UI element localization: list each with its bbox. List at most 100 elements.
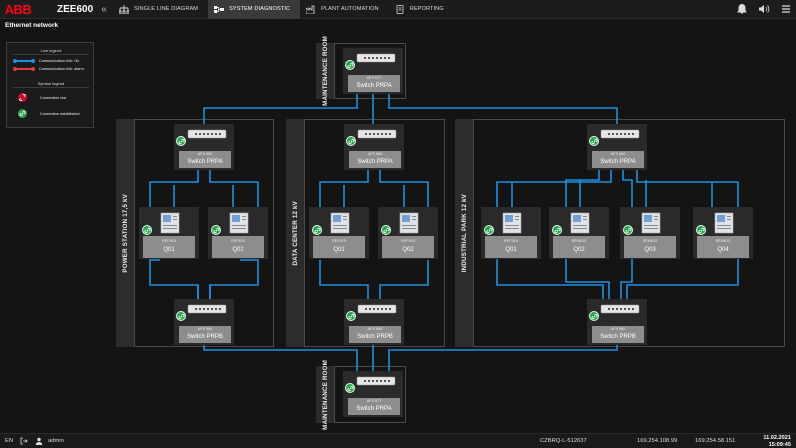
collapse-icon[interactable]: « (101, 3, 107, 15)
link-icon[interactable] (345, 383, 355, 393)
panel-industrial-park (473, 119, 785, 347)
switch-data-center-b[interactable]: AFS 660 Switch PRPB (344, 299, 404, 345)
ied-data-center-q01[interactable]: REF615 Q01 (309, 207, 369, 259)
ip-address-2: 169.254.58.151 (695, 438, 736, 444)
abb-logo: ABB (4, 1, 32, 17)
ied-name: Q03 (644, 247, 656, 253)
tab-plant-automation[interactable]: PLANT AUTOMATION (300, 0, 389, 19)
ied-model: REF615 (162, 239, 176, 243)
tab-reporting[interactable]: REPORTING (389, 0, 454, 19)
switch-label-bar: AFS 677 Switch PRPA (348, 398, 400, 415)
ied-label-bar: REF615 Q01 (313, 236, 365, 258)
switch-device-icon (356, 53, 396, 63)
legend-item-link-alarm: Communication link: alarm (13, 66, 84, 71)
link-broken-icon (18, 93, 27, 102)
link-icon[interactable] (142, 225, 152, 235)
ied-name: Q02 (402, 247, 414, 253)
link-icon[interactable] (211, 225, 221, 235)
link-icon[interactable] (345, 60, 355, 70)
switch-maintenance-top[interactable]: AFS 677 Switch PRPA (343, 48, 403, 94)
switch-name: Switch PRPA (187, 158, 223, 165)
top-bar: ABB ZEE600 « SINGLE LINE DIAGRAM SYSTEM … (0, 0, 796, 19)
sound-icon[interactable] (758, 3, 770, 15)
ied-model: REM615 (571, 239, 587, 243)
relay-device-icon (160, 212, 180, 234)
switch-industrial-park-a[interactable]: AFS 660 Switch PRPA (587, 124, 647, 170)
language-selector[interactable]: EN (5, 438, 14, 444)
switch-model: AFS 660 (197, 152, 213, 156)
alarm-bell-icon[interactable] (736, 3, 748, 15)
tab-label: PLANT AUTOMATION (321, 6, 379, 12)
switch-label-bar: AFS 660 Switch PRPA (349, 151, 401, 168)
link-icon[interactable] (176, 136, 186, 146)
logout-icon[interactable] (20, 437, 28, 445)
switch-power-station-b[interactable]: AFS 660 Switch PRPB (174, 299, 234, 345)
link-icon[interactable] (696, 225, 706, 235)
tab-label: SINGLE LINE DIAGRAM (134, 6, 199, 12)
ied-name: Q04 (717, 247, 729, 253)
switch-label-bar: AFS 660 Switch PRPB (349, 326, 401, 343)
relay-device-icon (641, 212, 661, 234)
switch-name: Switch PRPA (600, 158, 636, 165)
link-icon[interactable] (623, 225, 633, 235)
link-icon[interactable] (312, 225, 322, 235)
ied-industrial-park-q04[interactable]: REM615 Q04 (693, 207, 753, 259)
legend-item-connection-lost: Connection lost (14, 93, 66, 102)
link-maint-to-ip (388, 93, 618, 126)
switch-model: AFS 677 (366, 76, 382, 80)
status-bar: EN admin CZBRQ-L-512637 169.254.108.99 1… (0, 433, 796, 448)
ied-power-station-q01[interactable]: REF615 Q01 (139, 207, 199, 259)
ied-label-bar: REF615 Q02 (212, 236, 264, 258)
ied-name: Q02 (232, 247, 244, 253)
link-icon[interactable] (484, 225, 494, 235)
switch-name: Switch PRPB (187, 333, 223, 340)
tab-label: SYSTEM DIAGNOSTIC (229, 6, 291, 12)
user-icon (35, 437, 43, 445)
legend-label: Connection established (40, 111, 80, 116)
ied-name: Q02 (573, 247, 585, 253)
ied-data-center-q02[interactable]: REF615 Q02 (378, 207, 438, 259)
link-ipa-ieds (496, 165, 739, 256)
ied-industrial-park-q02[interactable]: REM615 Q02 (549, 207, 609, 259)
label-data-center: DATA CENTER 12 kV (286, 119, 304, 347)
switch-label-bar: AFS 677 Switch PRPA (348, 75, 400, 92)
switch-name: Switch PRPB (600, 333, 636, 340)
switch-maintenance-bottom[interactable]: AFS 677 Switch PRPA (343, 371, 403, 417)
switch-data-center-a[interactable]: AFS 660 Switch PRPA (344, 124, 404, 170)
ied-model: REM615 (715, 239, 731, 243)
ied-power-station-q02[interactable]: REF615 Q02 (208, 207, 268, 259)
link-icon[interactable] (176, 311, 186, 321)
reporting-icon (396, 4, 404, 14)
switch-industrial-park-b[interactable]: AFS 660 Switch PRPB (587, 299, 647, 345)
tab-single-line-diagram[interactable]: SINGLE LINE DIAGRAM (113, 0, 208, 19)
system-diagnostic-icon (214, 5, 225, 13)
user-name[interactable]: admin (48, 438, 64, 444)
menu-icon[interactable] (780, 3, 792, 15)
ied-industrial-park-q03[interactable]: REM615 Q03 (620, 207, 680, 259)
legend-divider (13, 87, 89, 88)
symbol-legend-title: Symbol legend (37, 81, 65, 86)
ied-label-bar: REF615 Q02 (382, 236, 434, 258)
ied-name: Q01 (163, 247, 175, 253)
link-ipb-maint (388, 333, 618, 375)
link-icon[interactable] (589, 311, 599, 321)
label-maintenance-top: MAINTENANCE ROOM (316, 36, 334, 106)
switch-model: AFS 660 (610, 327, 626, 331)
legend-label: Communication link: alarm (39, 67, 84, 71)
ied-industrial-park-q01[interactable]: REF615 Q01 (481, 207, 541, 259)
link-icon[interactable] (552, 225, 562, 235)
switch-label-bar: AFS 660 Switch PRPA (179, 151, 231, 168)
host-name: CZBRQ-L-512637 (540, 438, 587, 444)
ied-model: REF615 (504, 239, 518, 243)
link-icon[interactable] (589, 136, 599, 146)
switch-power-station-a[interactable]: AFS 660 Switch PRPA (174, 124, 234, 170)
link-icon[interactable] (346, 136, 356, 146)
ied-label-bar: REM615 Q04 (697, 236, 749, 258)
switch-device-icon (357, 129, 397, 139)
switch-device-icon (600, 304, 640, 314)
link-icon[interactable] (381, 225, 391, 235)
relay-device-icon (399, 212, 419, 234)
tab-system-diagnostic[interactable]: SYSTEM DIAGNOSTIC (208, 0, 301, 19)
switch-model: AFS 660 (197, 327, 213, 331)
link-icon[interactable] (346, 311, 356, 321)
